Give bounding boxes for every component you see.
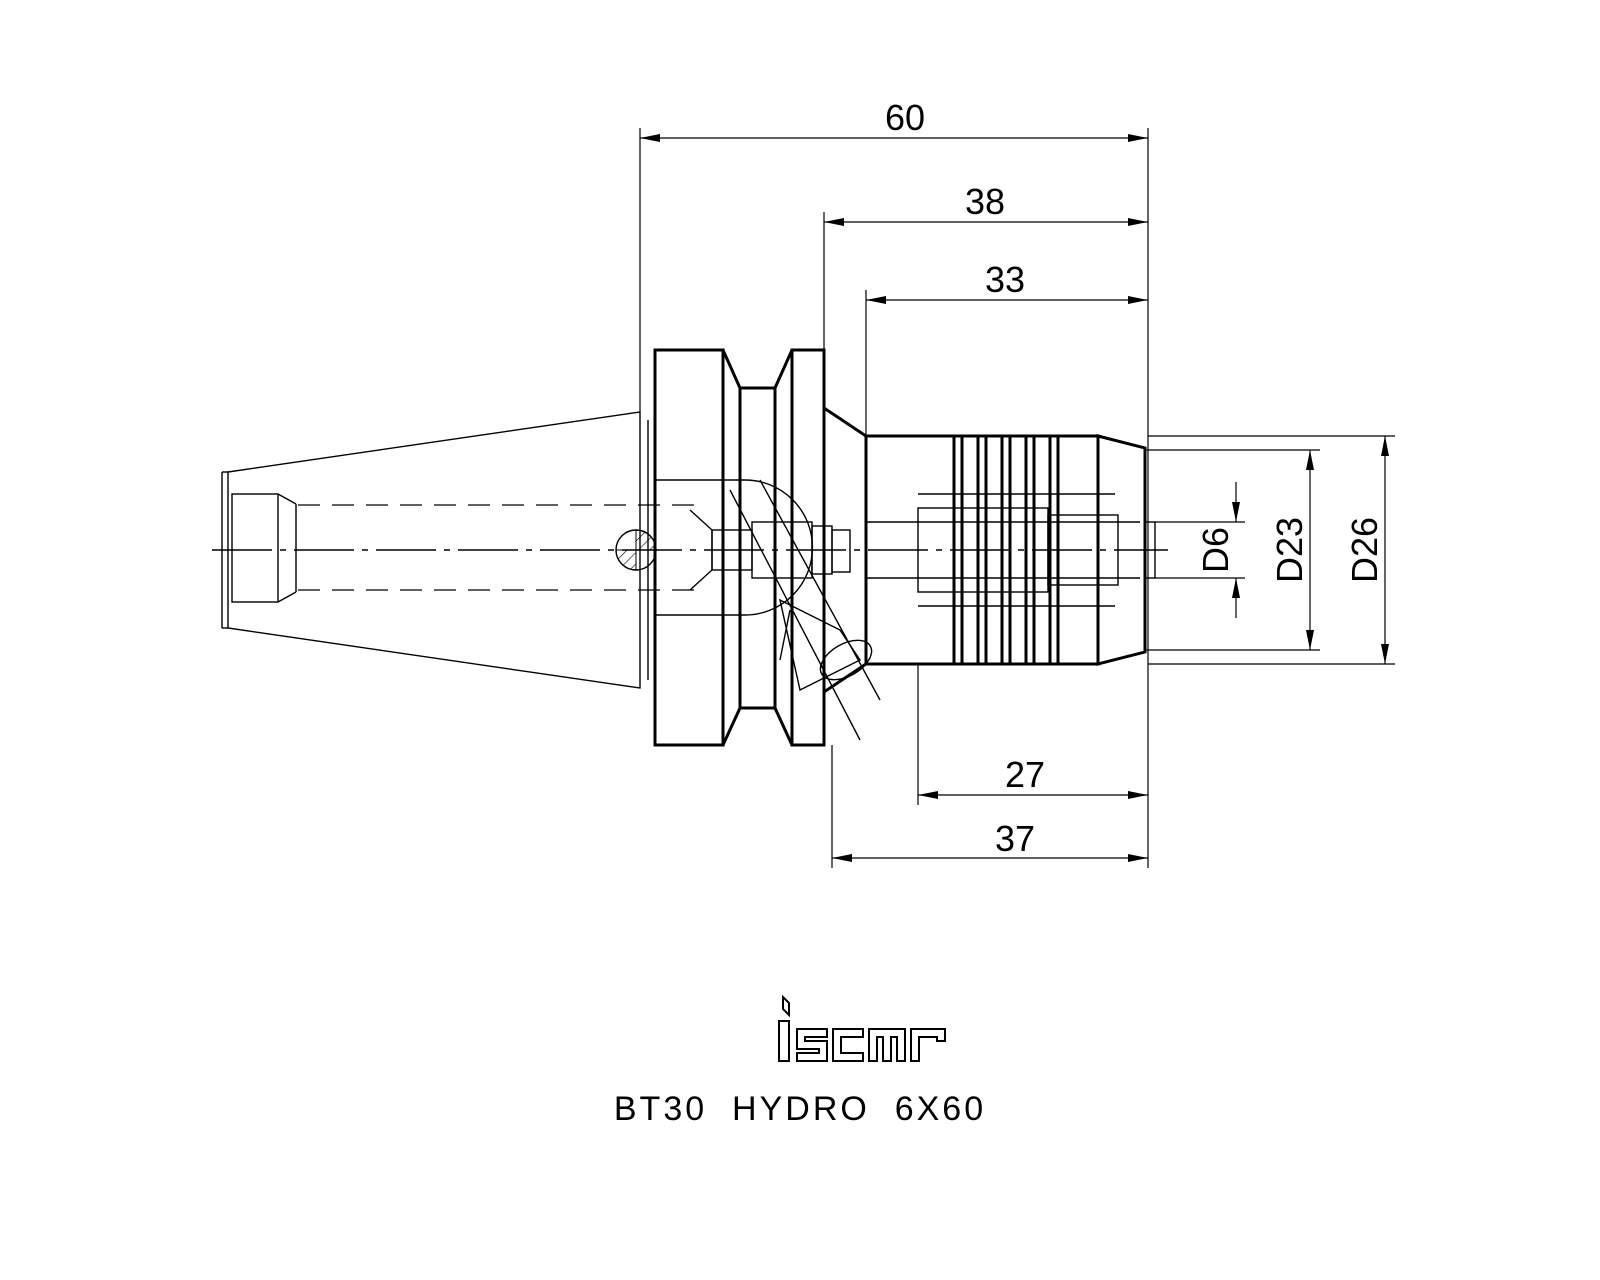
- iscar-logo: [775, 994, 950, 1065]
- dim-38-label: 38: [965, 181, 1005, 222]
- dim-27-label: 27: [1005, 754, 1045, 795]
- product-name: BT30 HYDRO 6X60: [613, 1090, 987, 1128]
- drive-key: [615, 529, 657, 571]
- dim-60-label: 60: [885, 97, 925, 138]
- dim-d23-label: D23: [1269, 517, 1310, 583]
- dim-33-label: 33: [985, 259, 1025, 300]
- taper-cone: [227, 411, 641, 689]
- dim-37-label: 37: [995, 818, 1035, 859]
- tool-body: [212, 348, 1168, 747]
- dim-d26-label: D26: [1344, 517, 1385, 583]
- clamp-mechanism: [655, 479, 881, 741]
- pull-stud-pocket: [231, 493, 279, 603]
- dimension-lines: [639, 128, 1395, 868]
- clamp-body: [864, 434, 1156, 666]
- dim-d6-label: D6: [1195, 527, 1236, 573]
